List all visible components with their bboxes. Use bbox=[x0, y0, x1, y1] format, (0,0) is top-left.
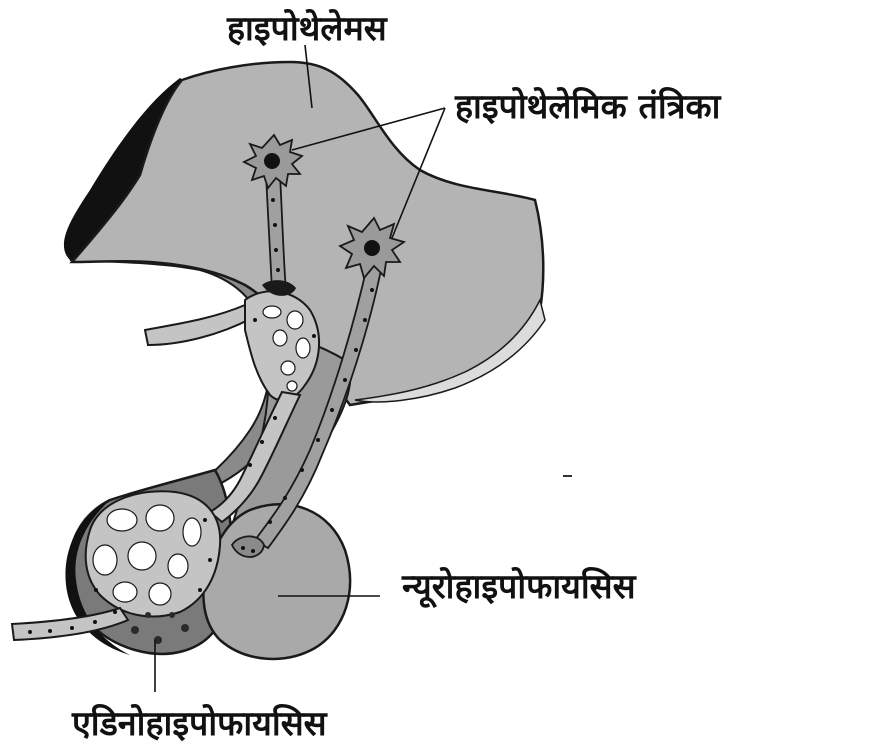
superior-hypophyseal-artery bbox=[145, 305, 252, 345]
neuron-nucleus-1 bbox=[264, 153, 280, 169]
neuron-nucleus-2 bbox=[364, 240, 380, 256]
label-neurohypophysis: न्यूरोहाइपोफायसिस bbox=[401, 566, 637, 609]
label-hypothalamic-neurons: हाइपोथेलेमिक तंत्रिका bbox=[454, 86, 722, 127]
secondary-capillary-plexus bbox=[86, 491, 220, 616]
label-hypothalamus: हाइपोथेलेमस bbox=[226, 8, 388, 49]
label-adenohypophysis: एडिनोहाइपोफायसिस bbox=[71, 703, 328, 744]
